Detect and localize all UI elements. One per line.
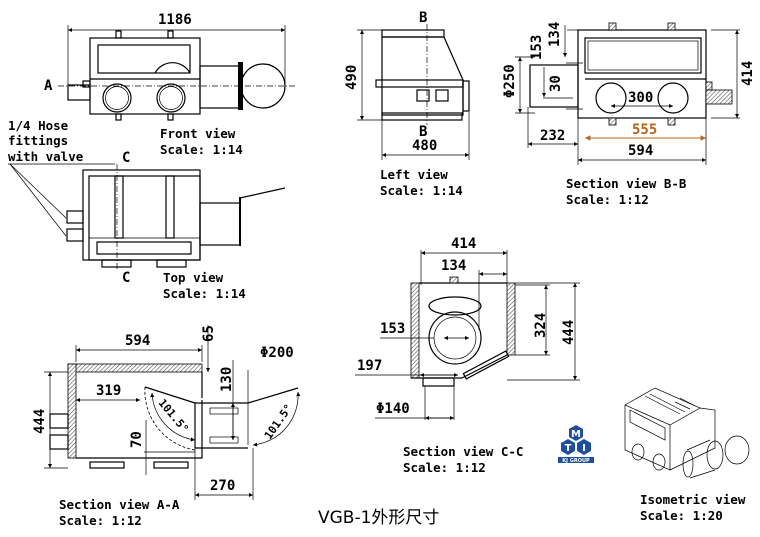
isometric-view: Isometric view Scale: 1:20	[624, 387, 750, 523]
aa-dim-444: 444	[32, 409, 48, 434]
iso-view-label: Isometric view	[640, 492, 746, 507]
left-view: B B 490 480 Left view Scale: 1:14	[344, 10, 470, 198]
section-view-cc: 414 134 153 324 444 197 Φ140 Section vie…	[355, 236, 580, 475]
top-view-label: Top view	[163, 270, 224, 285]
aa-dim-270: 270	[210, 478, 235, 494]
hose-note-line3: with valve	[8, 149, 84, 164]
hose-note-line1: 1/4 Hose	[8, 118, 69, 133]
front-view: 1186 A Front view Scale: 1:14	[44, 12, 295, 157]
aa-dim-70: 70	[129, 431, 145, 448]
logo-letter-i: I	[582, 443, 586, 454]
section-mark-a-left: A	[44, 78, 53, 94]
drawing-title: VGB-1外形尺寸	[318, 508, 439, 528]
aa-angle-left: 101.5°	[156, 397, 192, 436]
cc-dim-197: 197	[357, 358, 382, 374]
cc-dim-414: 414	[451, 236, 476, 252]
cc-view-label: Section view C-C	[403, 444, 523, 459]
aa-dim-65: 65	[201, 325, 217, 342]
aa-view-scale: Scale: 1:12	[59, 513, 142, 528]
front-view-scale: Scale: 1:14	[160, 142, 243, 157]
aa-dim-130: 130	[219, 367, 235, 392]
top-view: 1/4 Hose fittings with valve C C Top vie…	[8, 118, 286, 301]
antechamber-tube	[199, 65, 241, 109]
aa-dim-319: 319	[96, 383, 121, 399]
cc-dim-153: 153	[380, 321, 405, 337]
bb-dim-414: 414	[740, 61, 756, 86]
section-mark-b-top: B	[419, 10, 427, 26]
mti-logo: M T I KJ GROUP	[558, 425, 594, 464]
section-view-bb: 300 30 Φ250 153 134 232 555 594 414 Sect…	[502, 22, 756, 207]
aa-view-label: Section view A-A	[59, 497, 180, 512]
front-view-label: Front view	[160, 126, 236, 141]
front-window	[97, 44, 191, 74]
front-width-dim: 1186	[158, 12, 192, 28]
bb-dim-30: 30	[548, 75, 564, 92]
glove-port-left	[102, 83, 132, 113]
bb-view-scale: Scale: 1:12	[566, 192, 649, 207]
cc-dim-140: Φ140	[376, 401, 410, 417]
bb-dim-594: 594	[628, 143, 653, 159]
bb-dim-153: 153	[529, 35, 545, 60]
left-height-dim: 490	[344, 65, 360, 90]
top-body	[82, 169, 201, 261]
left-width-dim: 480	[412, 138, 437, 154]
bb-dim-555: 555	[632, 122, 657, 138]
logo-letter-m: M	[571, 429, 581, 440]
bb-view-label: Section view B-B	[566, 176, 687, 191]
cc-view-scale: Scale: 1:12	[403, 460, 486, 475]
iso-view-scale: Scale: 1:20	[640, 508, 723, 523]
bb-dim-232: 232	[540, 128, 565, 144]
logo-letter-t: T	[565, 443, 572, 454]
aa-dim-594: 594	[125, 333, 150, 349]
bb-dim-300: 300	[628, 90, 653, 106]
cc-dim-444: 444	[561, 320, 577, 345]
top-view-scale: Scale: 1:14	[163, 286, 246, 301]
logo-caption: KJ GROUP	[562, 458, 590, 464]
section-mark-c-top: C	[122, 150, 130, 166]
section-mark-c-bottom: C	[122, 270, 130, 286]
left-view-label: Left view	[380, 167, 448, 182]
left-view-scale: Scale: 1:14	[380, 183, 463, 198]
hose-note-line2: fittings	[8, 133, 68, 148]
section-mark-b-bottom: B	[419, 124, 427, 140]
bb-dim-250: Φ250	[502, 64, 518, 98]
section-view-aa: 594 101.5° 101.5° 444 319 65 130 Φ200 70	[32, 325, 301, 528]
glove-port-right	[156, 83, 186, 113]
aa-dim-200: Φ200	[260, 345, 294, 361]
cc-dim-324: 324	[533, 313, 549, 338]
cc-dim-134: 134	[441, 258, 466, 274]
bb-dim-134: 134	[547, 22, 563, 47]
antechamber-door	[240, 63, 286, 109]
